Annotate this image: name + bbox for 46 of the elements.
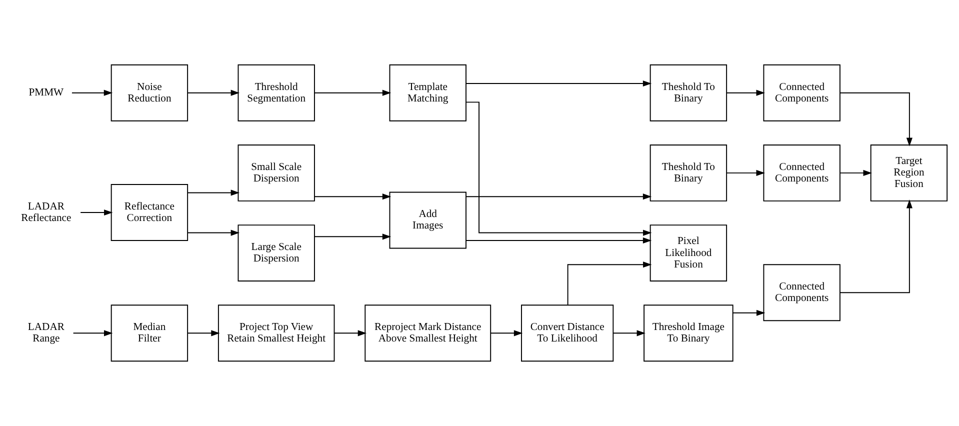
arrow <box>466 80 652 87</box>
arrow <box>71 90 113 96</box>
node-box: Connected Components <box>763 64 840 122</box>
node-box: Connected Components <box>763 264 840 322</box>
arrow <box>840 92 912 146</box>
node-text: LADAR Reflectance <box>21 201 72 224</box>
node-box: Threshold Segmentation <box>238 64 315 122</box>
arrow <box>80 209 113 216</box>
node-box: Template Matching <box>389 64 466 122</box>
arrow <box>334 330 367 336</box>
arrow <box>466 194 652 200</box>
node-text: PMMW <box>28 88 64 99</box>
arrow <box>72 330 113 336</box>
arrow <box>732 310 766 316</box>
arrow <box>840 170 872 176</box>
node-box: Large Scale Dispersion <box>238 224 315 282</box>
node-box: Median Filter <box>110 304 188 362</box>
node-box: Project Top View Retain Smallest Height <box>218 304 335 362</box>
arrow <box>567 262 652 306</box>
node-box: Reproject Mark Distance Above Smallest Height <box>364 304 492 362</box>
node-box: Theshold To Binary <box>650 64 728 122</box>
arrow <box>187 330 220 336</box>
arrow <box>187 230 240 236</box>
arrow <box>314 90 392 96</box>
node-box: Theshold To Binary <box>650 144 728 202</box>
arrow <box>466 102 652 236</box>
node-box: Threshold Image To Binary <box>644 304 734 362</box>
node-box: Small Scale Dispersion <box>238 144 315 202</box>
node-box: Reflectance Correction <box>110 184 188 241</box>
arrow <box>314 194 392 200</box>
arrow <box>612 330 646 336</box>
arrow <box>314 234 392 240</box>
node-box: Connected Components <box>763 144 840 202</box>
node-box: Noise Reduction <box>110 64 188 122</box>
node-box: Add Images <box>389 192 466 249</box>
node-box: Target Region Fusion <box>870 144 948 202</box>
arrow <box>840 200 912 294</box>
node-box: Convert Distance To Likelihood <box>521 304 614 362</box>
arrow <box>490 330 523 336</box>
arrow <box>726 90 765 96</box>
arrow <box>187 190 240 196</box>
arrow <box>187 90 240 96</box>
arrow <box>726 170 765 176</box>
arrow <box>466 237 652 244</box>
node-text: LADAR Range <box>28 322 64 345</box>
node-box: Pixel Likelihood Fusion <box>650 224 728 282</box>
